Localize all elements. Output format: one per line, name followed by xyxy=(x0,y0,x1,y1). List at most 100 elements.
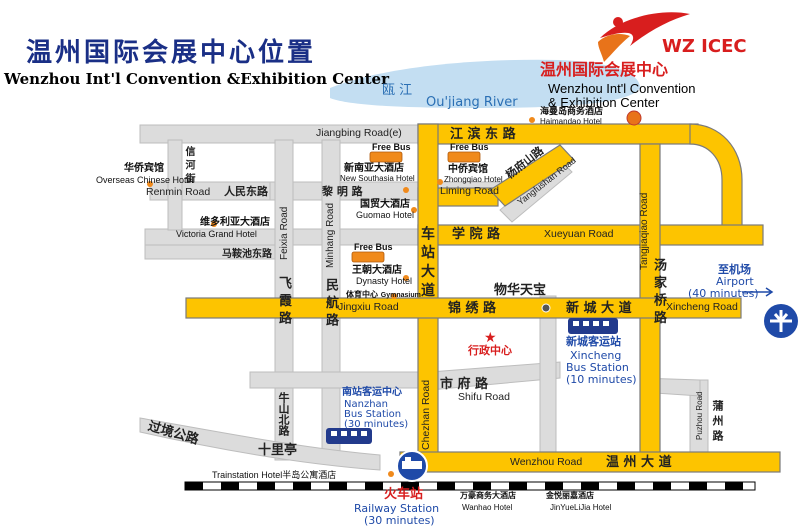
xincheng-bus-station-en2: Bus Station xyxy=(566,361,629,374)
free-bus-2: Free Bus xyxy=(450,142,489,152)
shilitin-cn: 十里亭 xyxy=(258,443,298,458)
wanhao-hotel-cn: 万豪商务大酒店 xyxy=(460,491,516,500)
wuhua-road xyxy=(539,295,557,457)
railway-station-en1: Railway Station xyxy=(354,502,440,515)
zhongqiao-dot xyxy=(437,179,443,185)
wenzhou-road-cn: 温 州 大 道 xyxy=(606,455,672,470)
xinhe-street-cn: 信 河 街 xyxy=(183,146,194,183)
main-roads xyxy=(185,123,781,473)
airport-label-cn: 至机场 xyxy=(718,263,751,276)
guojing-road xyxy=(139,417,381,471)
xinnanya-hotel-en: New Southasia Hotel xyxy=(340,174,415,183)
wenzhou-road xyxy=(399,451,781,473)
free-bus-1: Free Bus xyxy=(372,142,411,152)
niushan-road-cn: 牛山北路 xyxy=(277,392,290,436)
xincheng-bus-station-cn: 新城客运站 xyxy=(566,335,621,348)
oujiang-river xyxy=(330,59,640,108)
xueyuan-road-en: Xueyuan Road xyxy=(544,228,614,240)
jiangbing-curve xyxy=(689,123,743,236)
zhongqiao-hotel-en: Zhongqiao Hotel xyxy=(444,175,503,184)
huaqiao-hotel-cn: 华侨宾馆 xyxy=(124,163,164,174)
huaqiao-hotel-en: Overseas Chinese Hotel xyxy=(96,175,194,185)
brand-name-en-line2: & Exhibition Center xyxy=(548,95,660,110)
gym-dot xyxy=(391,293,397,299)
railway-station-cn: 火车站 xyxy=(384,487,424,502)
trainstation-hotel-label: Trainstation Hotel半岛公寓酒店 xyxy=(212,470,337,480)
xincheng-road-en: Xincheng Road xyxy=(666,301,738,313)
river-label-en: Ou'jiang River xyxy=(426,95,518,110)
tangjiaqiao-road-cn: 汤 家 桥 路 xyxy=(651,258,666,324)
xincheng-road-cn: 新 城 大 道 xyxy=(566,301,632,316)
brand-logo-text: WZ ICEC xyxy=(662,36,747,57)
shifu-road-en: Shifu Road xyxy=(458,391,510,403)
victoria-dot xyxy=(211,221,217,227)
zhongqiao-hotel-cn: 中侨宾馆 xyxy=(448,164,488,175)
guomao-dot xyxy=(411,207,417,213)
jinyue-hotel-en: JinYueLiJia Hotel xyxy=(550,503,612,512)
liming-road-cn: 黎 明 路 xyxy=(322,185,363,198)
puzhou-road-cn: 蒲 州 路 xyxy=(711,400,724,441)
airport-label-en2: (40 minutes) xyxy=(688,287,759,300)
nanzhan-bus-station-en3: (30 minutes) xyxy=(344,419,409,430)
free-bus-3: Free Bus xyxy=(354,242,393,252)
renmin-road-cn: 人民东路 xyxy=(224,185,268,198)
xinnanya-dot xyxy=(403,187,409,193)
admin-center-cn: 行政中心 xyxy=(468,344,512,357)
chezhan-road-en: Chezhan Road xyxy=(420,379,432,450)
bus-station-icons xyxy=(326,318,618,444)
xincheng-bus-station-en3: (10 minutes) xyxy=(566,373,637,386)
victoria-hotel-cn: 维多利亚大酒店 xyxy=(200,217,270,228)
huaqiao-dot xyxy=(147,181,153,187)
feixia-road-en: Feixia Road xyxy=(279,206,290,260)
guomao-hotel-en: Guomao Hotel xyxy=(356,210,415,220)
puzhou-road-en: Puzhou Road xyxy=(695,391,704,440)
minhang-road-en: Minhang Road xyxy=(325,202,336,268)
convention-center-marker xyxy=(626,110,642,126)
nanzhan-bus-station-cn: 南站客运中心 xyxy=(342,387,402,398)
haimandao-hotel-en: Haimandao Hotel xyxy=(540,117,602,126)
guomao-hotel-cn: 国贸大酒店 xyxy=(360,199,410,210)
yangfushan-road xyxy=(489,144,575,207)
nanzhan-bus-station-en2: Bus Station xyxy=(344,409,402,420)
mayichi-road-cn: 马鞍池东路 xyxy=(222,249,272,260)
minhang-road-cn: 民 航 路 xyxy=(323,278,338,327)
victoria-hotel-en: Victoria Grand Hotel xyxy=(176,229,257,239)
chezhan-road-cn: 车 站 大 道 xyxy=(419,226,435,297)
jingxiu-xincheng-road xyxy=(185,297,742,319)
wuhua-marker xyxy=(541,303,551,313)
river-label-cn: 瓯 江 xyxy=(382,83,413,98)
liming-road-en: Liming Road xyxy=(440,185,499,197)
railway-line xyxy=(184,481,756,491)
mayichi-road xyxy=(144,244,276,260)
wanhao-hotel-en: Wanhao Hotel xyxy=(462,503,513,512)
place-markers xyxy=(147,117,535,477)
shifu-road-band xyxy=(249,371,431,389)
page-title-en: Wenzhou Int'l Convention &Exhibition Cen… xyxy=(4,70,389,88)
brand-name-cn: 温州国际会展中心 xyxy=(540,60,669,79)
free-bus-icons xyxy=(351,151,481,263)
jiangbing-road-cn: 江 滨 东 路 xyxy=(450,127,516,142)
tangjiaqiao-road-en: Tangjiaqiao Road xyxy=(639,192,650,270)
wangchao-hotel-cn: 王朝大酒店 xyxy=(352,265,402,276)
xueyuan-road-cn: 学 院 路 xyxy=(452,227,501,242)
admin-center-star: ★ xyxy=(484,330,497,346)
jingxiu-road-en: Jingxiu Road xyxy=(338,301,399,313)
renmin-road-en: Renmin Road xyxy=(146,186,211,198)
page-title-cn: 温州国际会展中心位置 xyxy=(26,38,317,68)
railway-station-icon xyxy=(396,450,428,482)
nanzhan-bus-station-en1: Nanzhan xyxy=(344,399,388,410)
airport-arrow xyxy=(742,287,774,297)
brand-name-en-line1: Wenzhou Int'l Convention xyxy=(548,81,696,96)
xinhe-street xyxy=(167,139,183,231)
shifu-road-cn: 市 府 路 xyxy=(440,377,489,392)
jinyue-hotel-cn: 金悦丽嘉酒店 xyxy=(546,491,594,500)
jingxiu-road-cn: 锦 绣 路 xyxy=(448,301,497,316)
wenzhou-road-en: Wenzhou Road xyxy=(510,456,583,468)
airport-label-en1: Airport xyxy=(716,275,754,288)
trainstation-hotel-dot xyxy=(388,471,394,477)
wangchao-hotel-en: Dynasty Hotel xyxy=(356,276,413,286)
wzicec-logo-mark xyxy=(598,12,690,62)
gymnasium-cn: 体育中心 Gymnasium xyxy=(346,290,421,300)
